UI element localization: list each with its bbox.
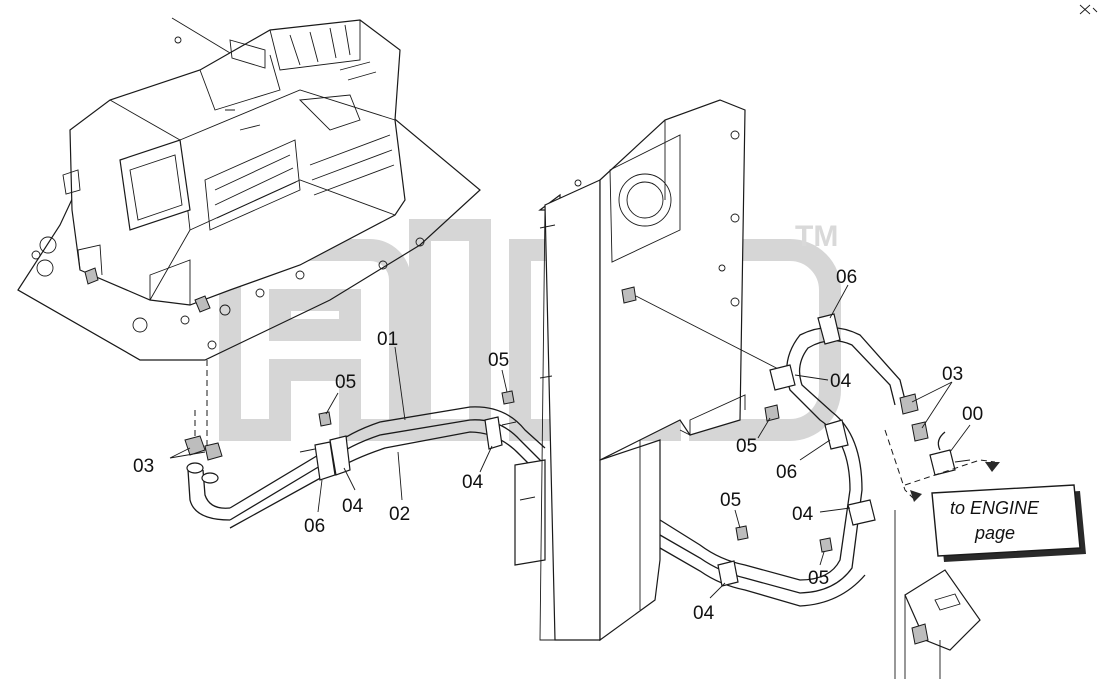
left-hose-assembly: [184, 390, 546, 529]
callout-05-e: 05: [808, 568, 829, 589]
callout-04-b: 04: [462, 472, 484, 493]
callout-00: 00: [962, 404, 983, 425]
callout-03-right: 03: [942, 364, 963, 385]
callout-01: 01: [377, 329, 398, 350]
engine-link[interactable]: to ENGINE page: [931, 484, 1086, 562]
watermark-tm: TM: [795, 220, 838, 253]
callout-06-a: 06: [304, 516, 325, 537]
callout-05-c: 05: [736, 436, 757, 457]
callout-05-d: 05: [720, 490, 741, 511]
engine-link-line2[interactable]: page: [974, 523, 1015, 543]
callouts: 03 05 01 05 04 02 06 04 06 04 05 06 03 0…: [133, 267, 983, 624]
callout-04-e: 04: [693, 603, 715, 624]
right-hose-assembly: [659, 313, 1000, 607]
center-panel: [514, 99, 791, 642]
callout-05-a: 05: [335, 372, 356, 393]
corner-mark-icon: [1079, 4, 1098, 15]
callout-04-d: 04: [792, 504, 814, 525]
lower-bracket: [894, 510, 981, 679]
callout-06-b: 06: [836, 267, 857, 288]
engine-link-line1[interactable]: to ENGINE: [950, 498, 1040, 518]
callout-04-a: 04: [342, 496, 364, 517]
callout-02: 02: [389, 504, 410, 525]
callout-06-c: 06: [776, 462, 797, 483]
callout-04-c: 04: [830, 371, 852, 392]
callout-03-left: 03: [133, 456, 154, 477]
leader-lines: [169, 284, 971, 599]
callout-05-b: 05: [488, 350, 509, 371]
heater-unit: [62, 19, 406, 313]
